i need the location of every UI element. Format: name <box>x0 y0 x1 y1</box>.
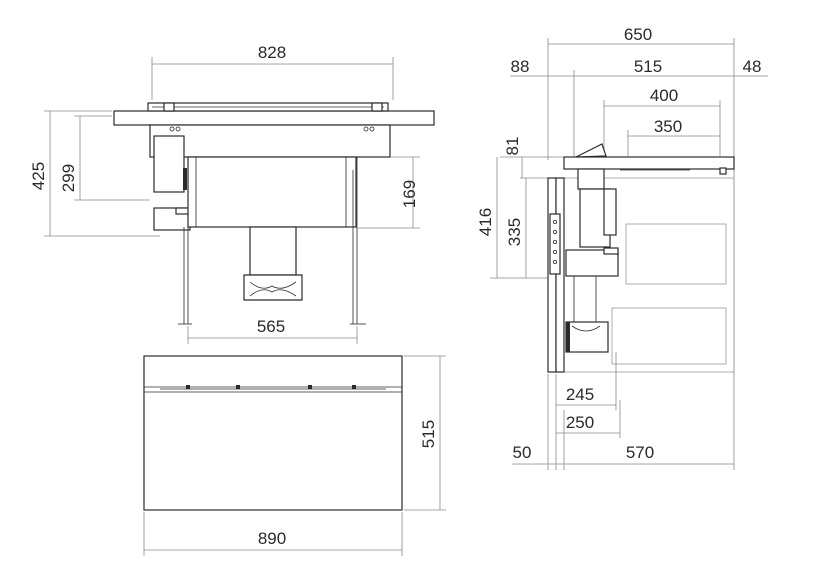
cooktop-side <box>563 156 735 170</box>
dim-81: 81 <box>503 137 522 156</box>
side-view: 650 88 515 48 400 350 81 416 335 <box>476 25 768 470</box>
dim-416: 416 <box>476 208 495 236</box>
dim-48: 48 <box>743 57 762 76</box>
dim-250: 250 <box>566 413 594 432</box>
front-view: 828 <box>29 43 435 344</box>
dim-570: 570 <box>626 443 654 462</box>
dim-50: 50 <box>513 443 532 462</box>
flap <box>575 143 607 158</box>
dim-890: 890 <box>258 529 286 548</box>
dim-88: 88 <box>511 57 530 76</box>
dim-828: 828 <box>258 43 286 62</box>
dim-565: 565 <box>257 317 285 336</box>
plan-view: 515 890 <box>143 355 446 556</box>
plan-outline <box>143 355 403 511</box>
cooktop-glass <box>113 110 435 126</box>
dim-299: 299 <box>59 164 78 192</box>
dim-515-plan: 515 <box>419 420 438 448</box>
dim-400: 400 <box>650 86 678 105</box>
cooktop-body <box>149 124 391 158</box>
fan-housing <box>187 156 357 228</box>
drawer-1 <box>625 223 727 285</box>
plan-vents <box>160 385 386 390</box>
motor-outlet <box>243 274 303 301</box>
dim-169: 169 <box>400 180 419 208</box>
dim-335: 335 <box>505 218 524 246</box>
dim-350: 350 <box>654 117 682 136</box>
wall-panel <box>547 177 557 373</box>
duct <box>249 226 297 276</box>
filter-box <box>153 135 185 193</box>
drawer-2 <box>611 307 727 365</box>
dim-245: 245 <box>566 385 594 404</box>
dim-425: 425 <box>29 162 48 190</box>
dim-650: 650 <box>624 25 652 44</box>
dim-515-side: 515 <box>634 57 662 76</box>
